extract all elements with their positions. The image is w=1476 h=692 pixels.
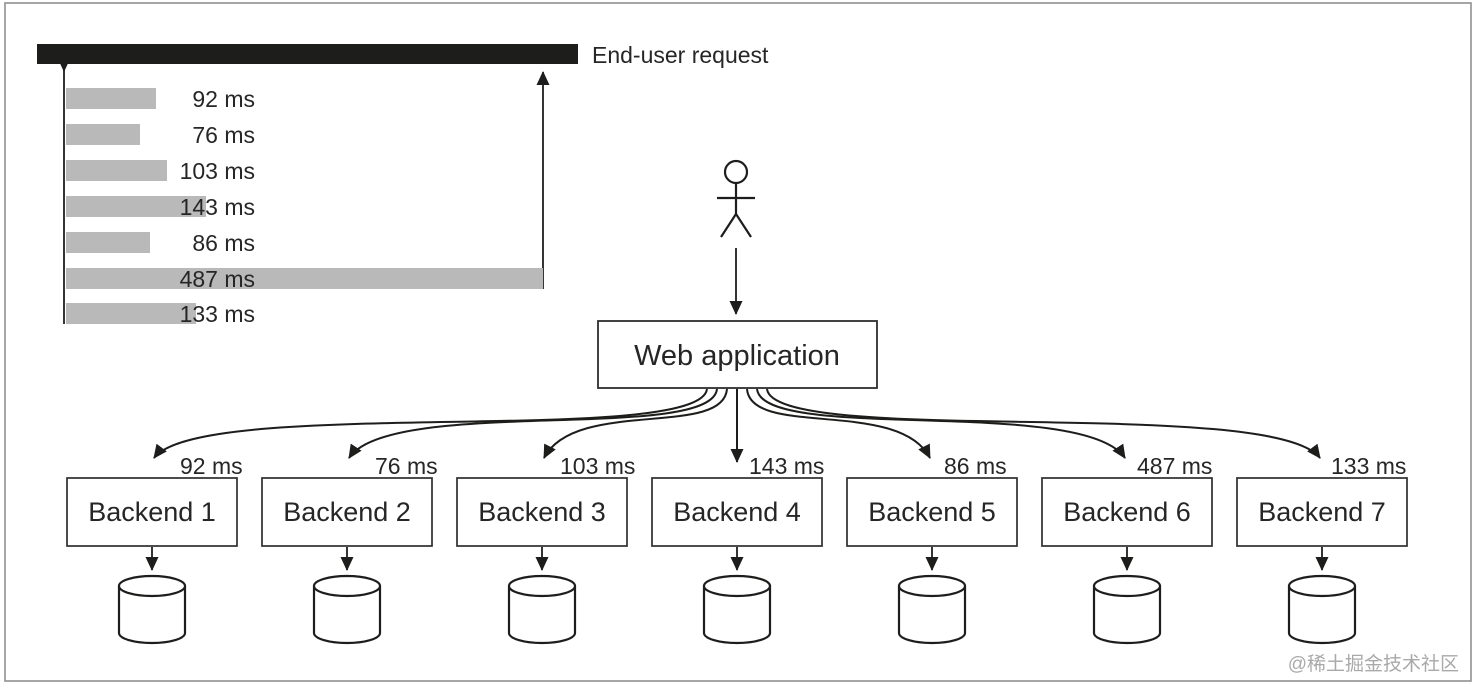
timing-chart: End-user request 92 ms 76 ms 103 ms 143 … [37,42,769,327]
backend-to-db-arrows [145,547,1329,571]
fanout-arrow-backend-7 [766,388,1321,459]
latency-bar-2 [66,124,140,145]
database-icon-6 [1092,574,1162,645]
backend-5-box [846,477,1018,547]
backend-2-box [261,477,433,547]
fanout-arrow-backend-3 [543,388,728,459]
web-application-label: Web application [634,340,840,372]
database-icon-7 [1287,574,1357,645]
database-icon-2 [312,574,382,645]
backend-3-box [456,477,628,547]
latency-label-backend-6: 487 ms [1137,453,1212,479]
bar-label-7: 133 ms [180,301,255,327]
database-icon-5 [897,574,967,645]
latency-label-backend-3: 103 ms [560,453,635,479]
bar-label-3: 103 ms [180,158,255,184]
database-icon-4 [702,574,772,645]
backend-row: Backend 1 Backend 2 Backend 3 Backend 4 … [66,477,1408,645]
latency-label-backend-7: 133 ms [1331,453,1406,479]
latency-label-backend-2: 76 ms [375,453,438,479]
latency-bar-1 [66,88,156,109]
database-cylinders [117,574,1357,645]
backend-5-label: Backend 5 [868,497,996,527]
user-actor-icon [717,159,755,238]
watermark-text: @稀土掘金技术社区 [1288,653,1459,675]
end-user-request-bar [37,44,578,64]
actor-leg-right [735,213,752,238]
fanout-arrow-backend-2 [348,388,718,459]
database-icon-3 [507,574,577,645]
actor-head [723,159,749,185]
backend-4-box [651,477,823,547]
latency-label-backend-4: 143 ms [749,453,824,479]
latency-bar-7 [66,303,196,324]
backend-7-box [1236,477,1408,547]
fanout-arrow-backend-5 [746,388,931,459]
latency-label-backend-5: 86 ms [944,453,1007,479]
backend-6-label: Backend 6 [1063,497,1191,527]
backend-3-label: Backend 3 [478,497,606,527]
end-user-request-label: End-user request [592,42,769,68]
latency-bar-3 [66,160,167,181]
database-icon-1 [117,574,187,645]
latency-bar-6 [66,268,543,289]
backend-6-box [1041,477,1213,547]
backend-1-label: Backend 1 [88,497,216,527]
bar-label-6: 487 ms [180,266,255,292]
web-application-box [597,320,878,389]
bar-label-2: 76 ms [192,122,255,148]
backend-2-label: Backend 2 [283,497,411,527]
latency-bar-5 [66,232,150,253]
bar-label-1: 92 ms [192,86,255,112]
figure-border [4,2,1472,682]
backend-7-label: Backend 7 [1258,497,1386,527]
latency-bar-4 [66,196,206,217]
latency-label-backend-1: 92 ms [180,453,243,479]
fanout-arrows [153,388,1321,463]
bar-label-5: 86 ms [192,230,255,256]
actor-leg-left [720,213,737,238]
bar-label-4: 143 ms [180,194,255,220]
backend-4-label: Backend 4 [673,497,801,527]
backend-1-box [66,477,238,547]
fanout-arrow-backend-1 [153,388,708,459]
